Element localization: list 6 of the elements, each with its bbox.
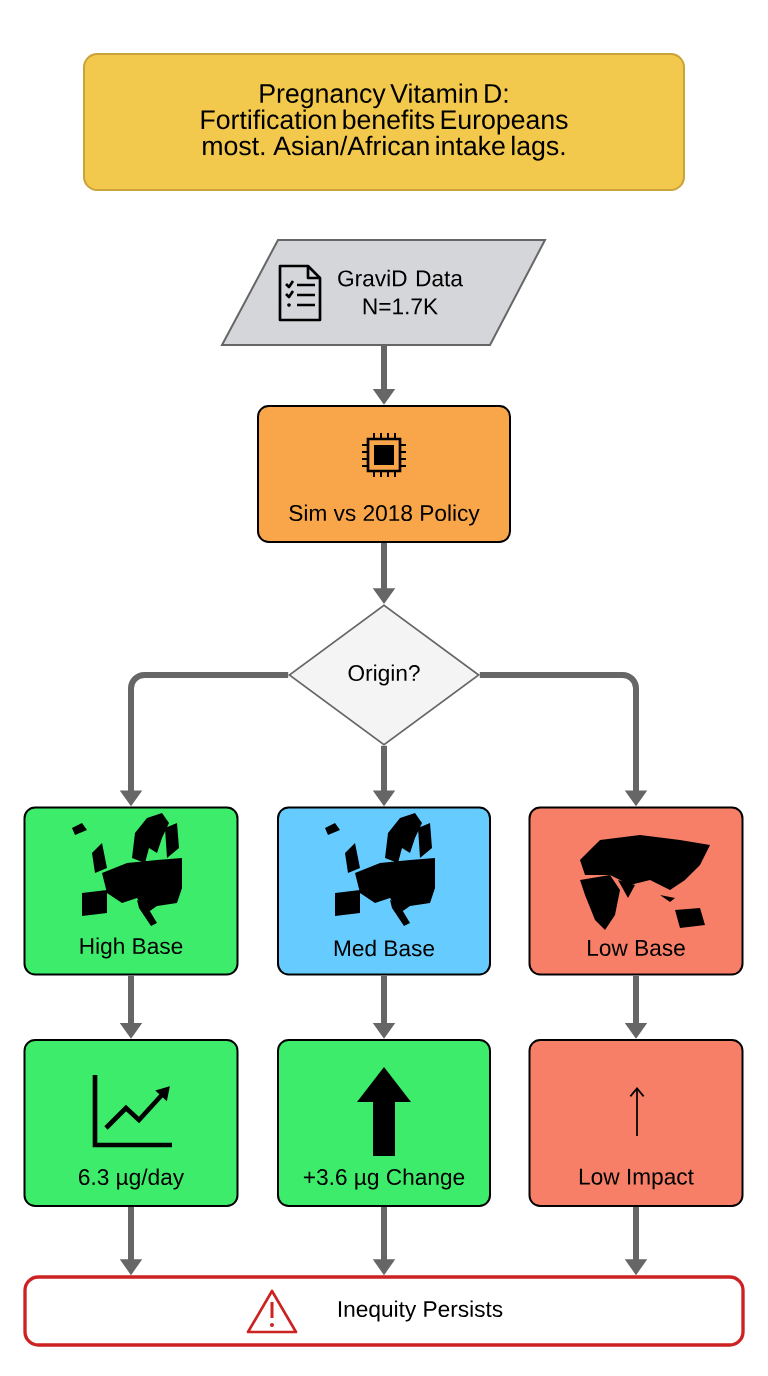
- title-box: Pregnancy Vitamin D: Fortification benefits Europeans most. Asian/African intake lags.: [83, 53, 685, 191]
- outcome-box: Inequity Persists: [23, 1275, 745, 1347]
- result-box: Low Impact: [528, 1039, 744, 1207]
- result-box: 6.3 µg/day: [23, 1039, 239, 1207]
- process-box: Sim vs 2018 Policy: [257, 405, 511, 543]
- result-box: +3.6 µg Change: [277, 1039, 491, 1207]
